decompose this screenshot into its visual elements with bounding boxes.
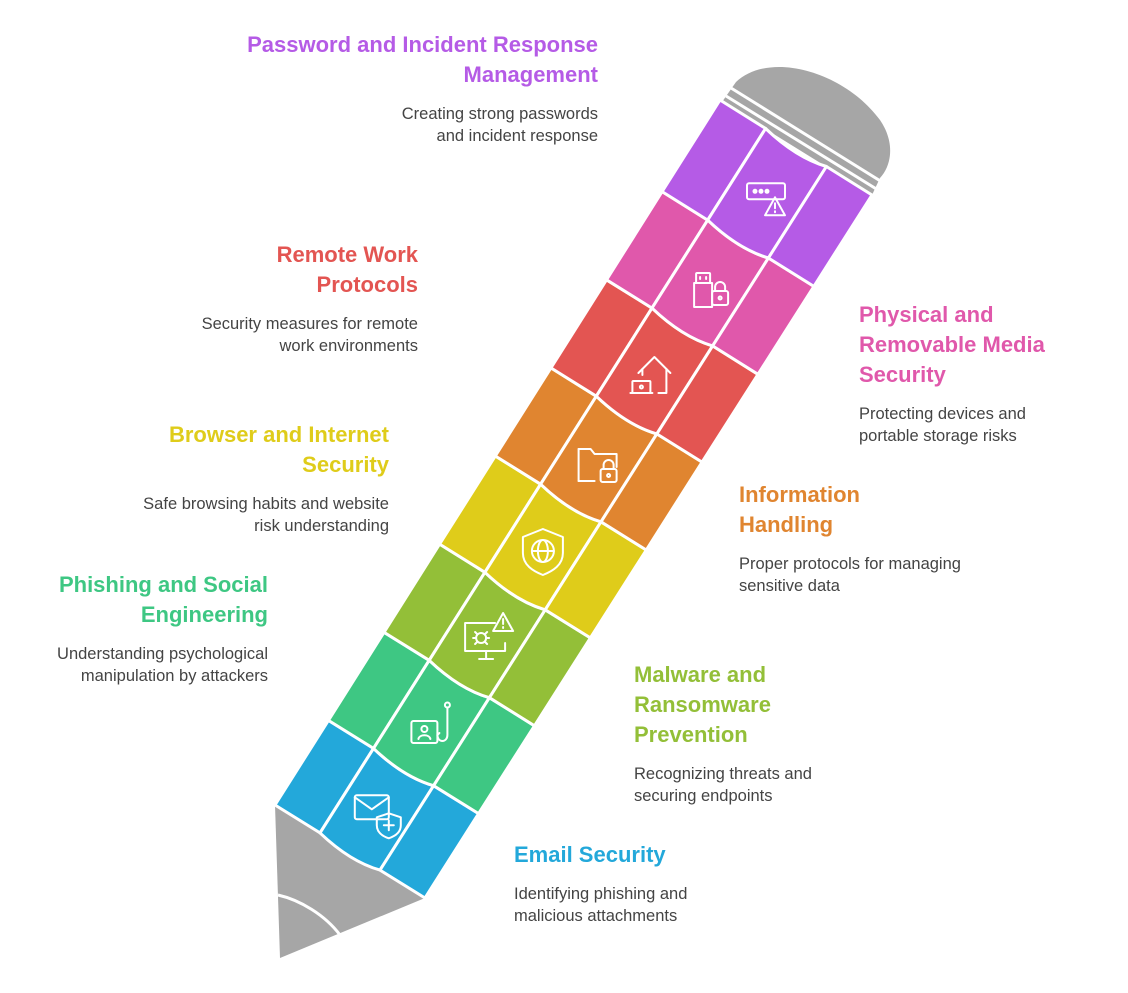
segment-password bbox=[660, 98, 874, 288]
label-malware: Malware and Ransomware Prevention Recogn… bbox=[634, 660, 864, 807]
segment-phishing bbox=[326, 630, 536, 816]
envelope-shield-icon bbox=[353, 794, 402, 840]
eraser-band-line bbox=[730, 86, 883, 184]
label-information: Information Handling Proper protocols fo… bbox=[739, 480, 969, 597]
label-description: Proper protocols for managing sensitive … bbox=[739, 555, 961, 595]
label-description: Identifying phishing and malicious attac… bbox=[514, 885, 688, 925]
label-title: Information Handling bbox=[739, 482, 860, 537]
label-browser: Browser and Internet Security Safe brows… bbox=[29, 420, 389, 537]
folder-lock-icon bbox=[577, 448, 618, 483]
label-phishing: Phishing and Social Engineering Understa… bbox=[0, 570, 268, 687]
pencil-tip-line bbox=[277, 893, 342, 936]
label-title: Malware and Ransomware Prevention bbox=[634, 662, 771, 747]
label-title: Remote Work Protocols bbox=[276, 242, 418, 297]
usb-lock-icon bbox=[693, 272, 730, 308]
label-physical: Physical and Removable Media Security Pr… bbox=[859, 300, 1079, 447]
label-title: Physical and Removable Media Security bbox=[859, 302, 1045, 387]
label-title: Phishing and Social Engineering bbox=[58, 572, 268, 627]
segment-facet bbox=[766, 165, 874, 288]
pencil-tip bbox=[275, 805, 425, 958]
label-remote: Remote Work Protocols Security measures … bbox=[58, 240, 418, 357]
fishing-hook-user-icon bbox=[410, 701, 451, 744]
label-title: Email Security bbox=[514, 842, 666, 867]
label-title: Browser and Internet Security bbox=[168, 422, 389, 477]
password-warning-icon bbox=[746, 182, 786, 217]
label-description: Security measures for remote work enviro… bbox=[201, 315, 418, 355]
segment-remote bbox=[549, 278, 760, 464]
label-description: Safe browsing habits and website risk un… bbox=[143, 495, 389, 535]
label-description: Creating strong passwords and incident r… bbox=[401, 105, 598, 145]
pencil-eraser bbox=[722, 66, 891, 195]
label-description: Protecting devices and portable storage … bbox=[859, 405, 1026, 445]
eraser-band-line bbox=[725, 94, 879, 192]
globe-shield-icon bbox=[521, 528, 564, 576]
label-password: Password and Incident Response Managemen… bbox=[238, 30, 598, 147]
label-description: Recognizing threats and securing endpoin… bbox=[634, 765, 812, 805]
label-description: Understanding psychological manipulation… bbox=[57, 645, 268, 685]
label-email: Email Security Identifying phishing and … bbox=[514, 840, 754, 927]
bug-monitor-warning-icon bbox=[464, 612, 515, 660]
home-laptop-icon bbox=[629, 356, 672, 394]
label-title: Password and Incident Response Managemen… bbox=[247, 32, 598, 87]
